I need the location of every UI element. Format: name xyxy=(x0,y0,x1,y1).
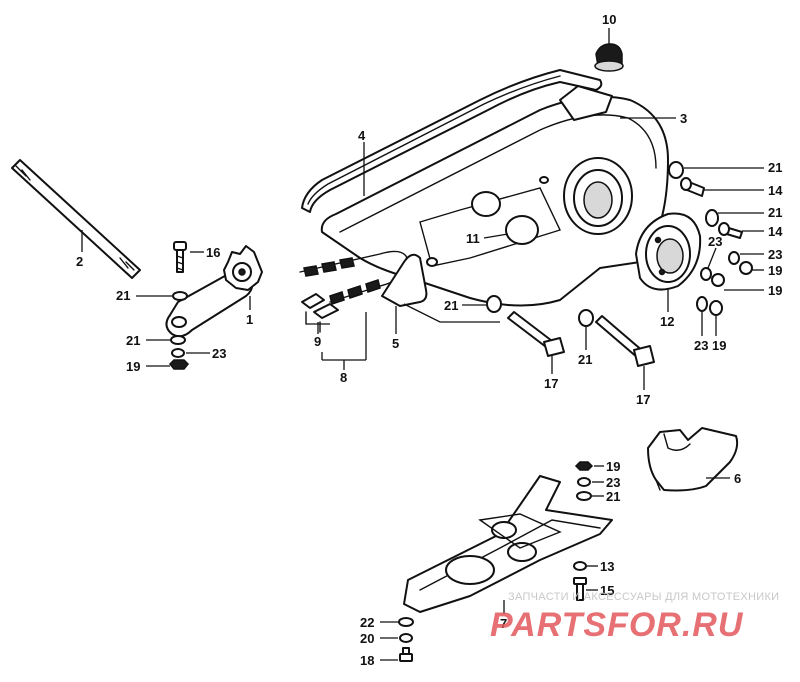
washer-21-mid-a xyxy=(486,295,502,313)
part-10-plug xyxy=(594,43,624,72)
callout-13: 13 xyxy=(600,559,614,574)
callout-12: 12 xyxy=(660,314,674,329)
callout-21: 21 xyxy=(578,352,592,367)
bolt-14-right-a xyxy=(680,177,705,197)
part-12-drive-cover xyxy=(635,212,702,291)
washer-21-mid-b xyxy=(578,309,594,327)
part-5-chain-slipper xyxy=(381,253,428,307)
callout-11: 11 xyxy=(466,231,480,246)
callout-3: 3 xyxy=(680,111,687,126)
part-16-bolt xyxy=(173,241,187,273)
callout-6: 6 xyxy=(734,471,741,486)
callout-22: 22 xyxy=(360,615,374,630)
callout-9: 9 xyxy=(314,334,321,349)
callout-7: 7 xyxy=(500,616,507,631)
washer-13 xyxy=(573,561,587,571)
part-2-rod xyxy=(11,159,141,279)
callout-21: 21 xyxy=(768,160,782,175)
callout-1: 1 xyxy=(246,312,253,327)
nut-19-bottom xyxy=(574,461,594,471)
callout-2: 2 xyxy=(76,254,83,269)
callout-19: 19 xyxy=(712,338,726,353)
callout-16: 16 xyxy=(206,245,220,260)
washer-21-bottom xyxy=(576,491,592,501)
nut-19-left xyxy=(168,359,190,370)
callout-21: 21 xyxy=(444,298,458,313)
bolt-14-right-b xyxy=(718,222,743,239)
callout-21: 21 xyxy=(126,333,140,348)
part-7-skid-plate xyxy=(403,475,613,613)
callout-19: 19 xyxy=(768,283,782,298)
washer-21-right-b xyxy=(705,209,719,227)
callout-10: 10 xyxy=(602,12,616,27)
watermark: ЗАПЧАСТИ И АКСЕССУАРЫ ДЛЯ МОТОТЕХНИКИ PA… xyxy=(490,591,779,644)
callout-19: 19 xyxy=(768,263,782,278)
nut-19-right-b xyxy=(711,273,725,287)
callout-18: 18 xyxy=(360,653,374,668)
part-1-tensioner-arm xyxy=(165,245,263,338)
lockwasher-23-bottom xyxy=(577,477,591,487)
washer-22 xyxy=(398,617,414,627)
part-17-bolt-b xyxy=(595,315,655,367)
washer-20 xyxy=(399,633,413,643)
callout-23: 23 xyxy=(694,338,708,353)
part-17-bolt-a xyxy=(507,311,565,357)
lockwasher-23-left xyxy=(171,348,185,358)
callout-21: 21 xyxy=(116,288,130,303)
nut-19-right-a xyxy=(739,261,753,275)
callout-15: 15 xyxy=(600,583,614,598)
part-4-chain-guide xyxy=(301,69,603,213)
part-11-cap xyxy=(505,215,539,245)
callout-labels: 10 3 4 21 14 21 14 23 23 19 19 11 12 23 … xyxy=(76,12,783,668)
watermark-logo: PARTSFOR.RU xyxy=(490,606,744,644)
callout-23: 23 xyxy=(708,234,722,249)
leader-lines xyxy=(81,28,764,661)
washer-21-left xyxy=(170,335,186,345)
watermark-tagline: ЗАПЧАСТИ И АКСЕССУАРЫ ДЛЯ МОТОТЕХНИКИ xyxy=(508,591,779,603)
lockwasher-23-right-a xyxy=(728,251,740,265)
callout-8: 8 xyxy=(340,370,347,385)
callout-4: 4 xyxy=(358,128,366,143)
part-6-bracket xyxy=(647,427,739,492)
callout-20: 20 xyxy=(360,631,374,646)
callout-21: 21 xyxy=(606,489,620,504)
lockwasher-23-right-c xyxy=(696,296,708,312)
callout-21: 21 xyxy=(768,205,782,220)
bolt-15 xyxy=(573,577,587,601)
callout-14: 14 xyxy=(768,183,783,198)
nut-19-right-c xyxy=(709,300,723,316)
callout-23: 23 xyxy=(606,475,620,490)
callout-17: 17 xyxy=(636,392,650,407)
lockwasher-23-right-b xyxy=(700,267,712,281)
bolt-18 xyxy=(399,647,413,662)
callout-17: 17 xyxy=(544,376,558,391)
washer-21-left-top xyxy=(172,291,188,301)
callout-23: 23 xyxy=(768,247,782,262)
callout-19: 19 xyxy=(126,359,140,374)
part-3-chain-case xyxy=(320,85,669,307)
callout-23: 23 xyxy=(212,346,226,361)
washer-21-right-a xyxy=(668,161,684,179)
callout-19: 19 xyxy=(606,459,620,474)
callout-14: 14 xyxy=(768,224,783,239)
callout-5: 5 xyxy=(392,336,399,351)
